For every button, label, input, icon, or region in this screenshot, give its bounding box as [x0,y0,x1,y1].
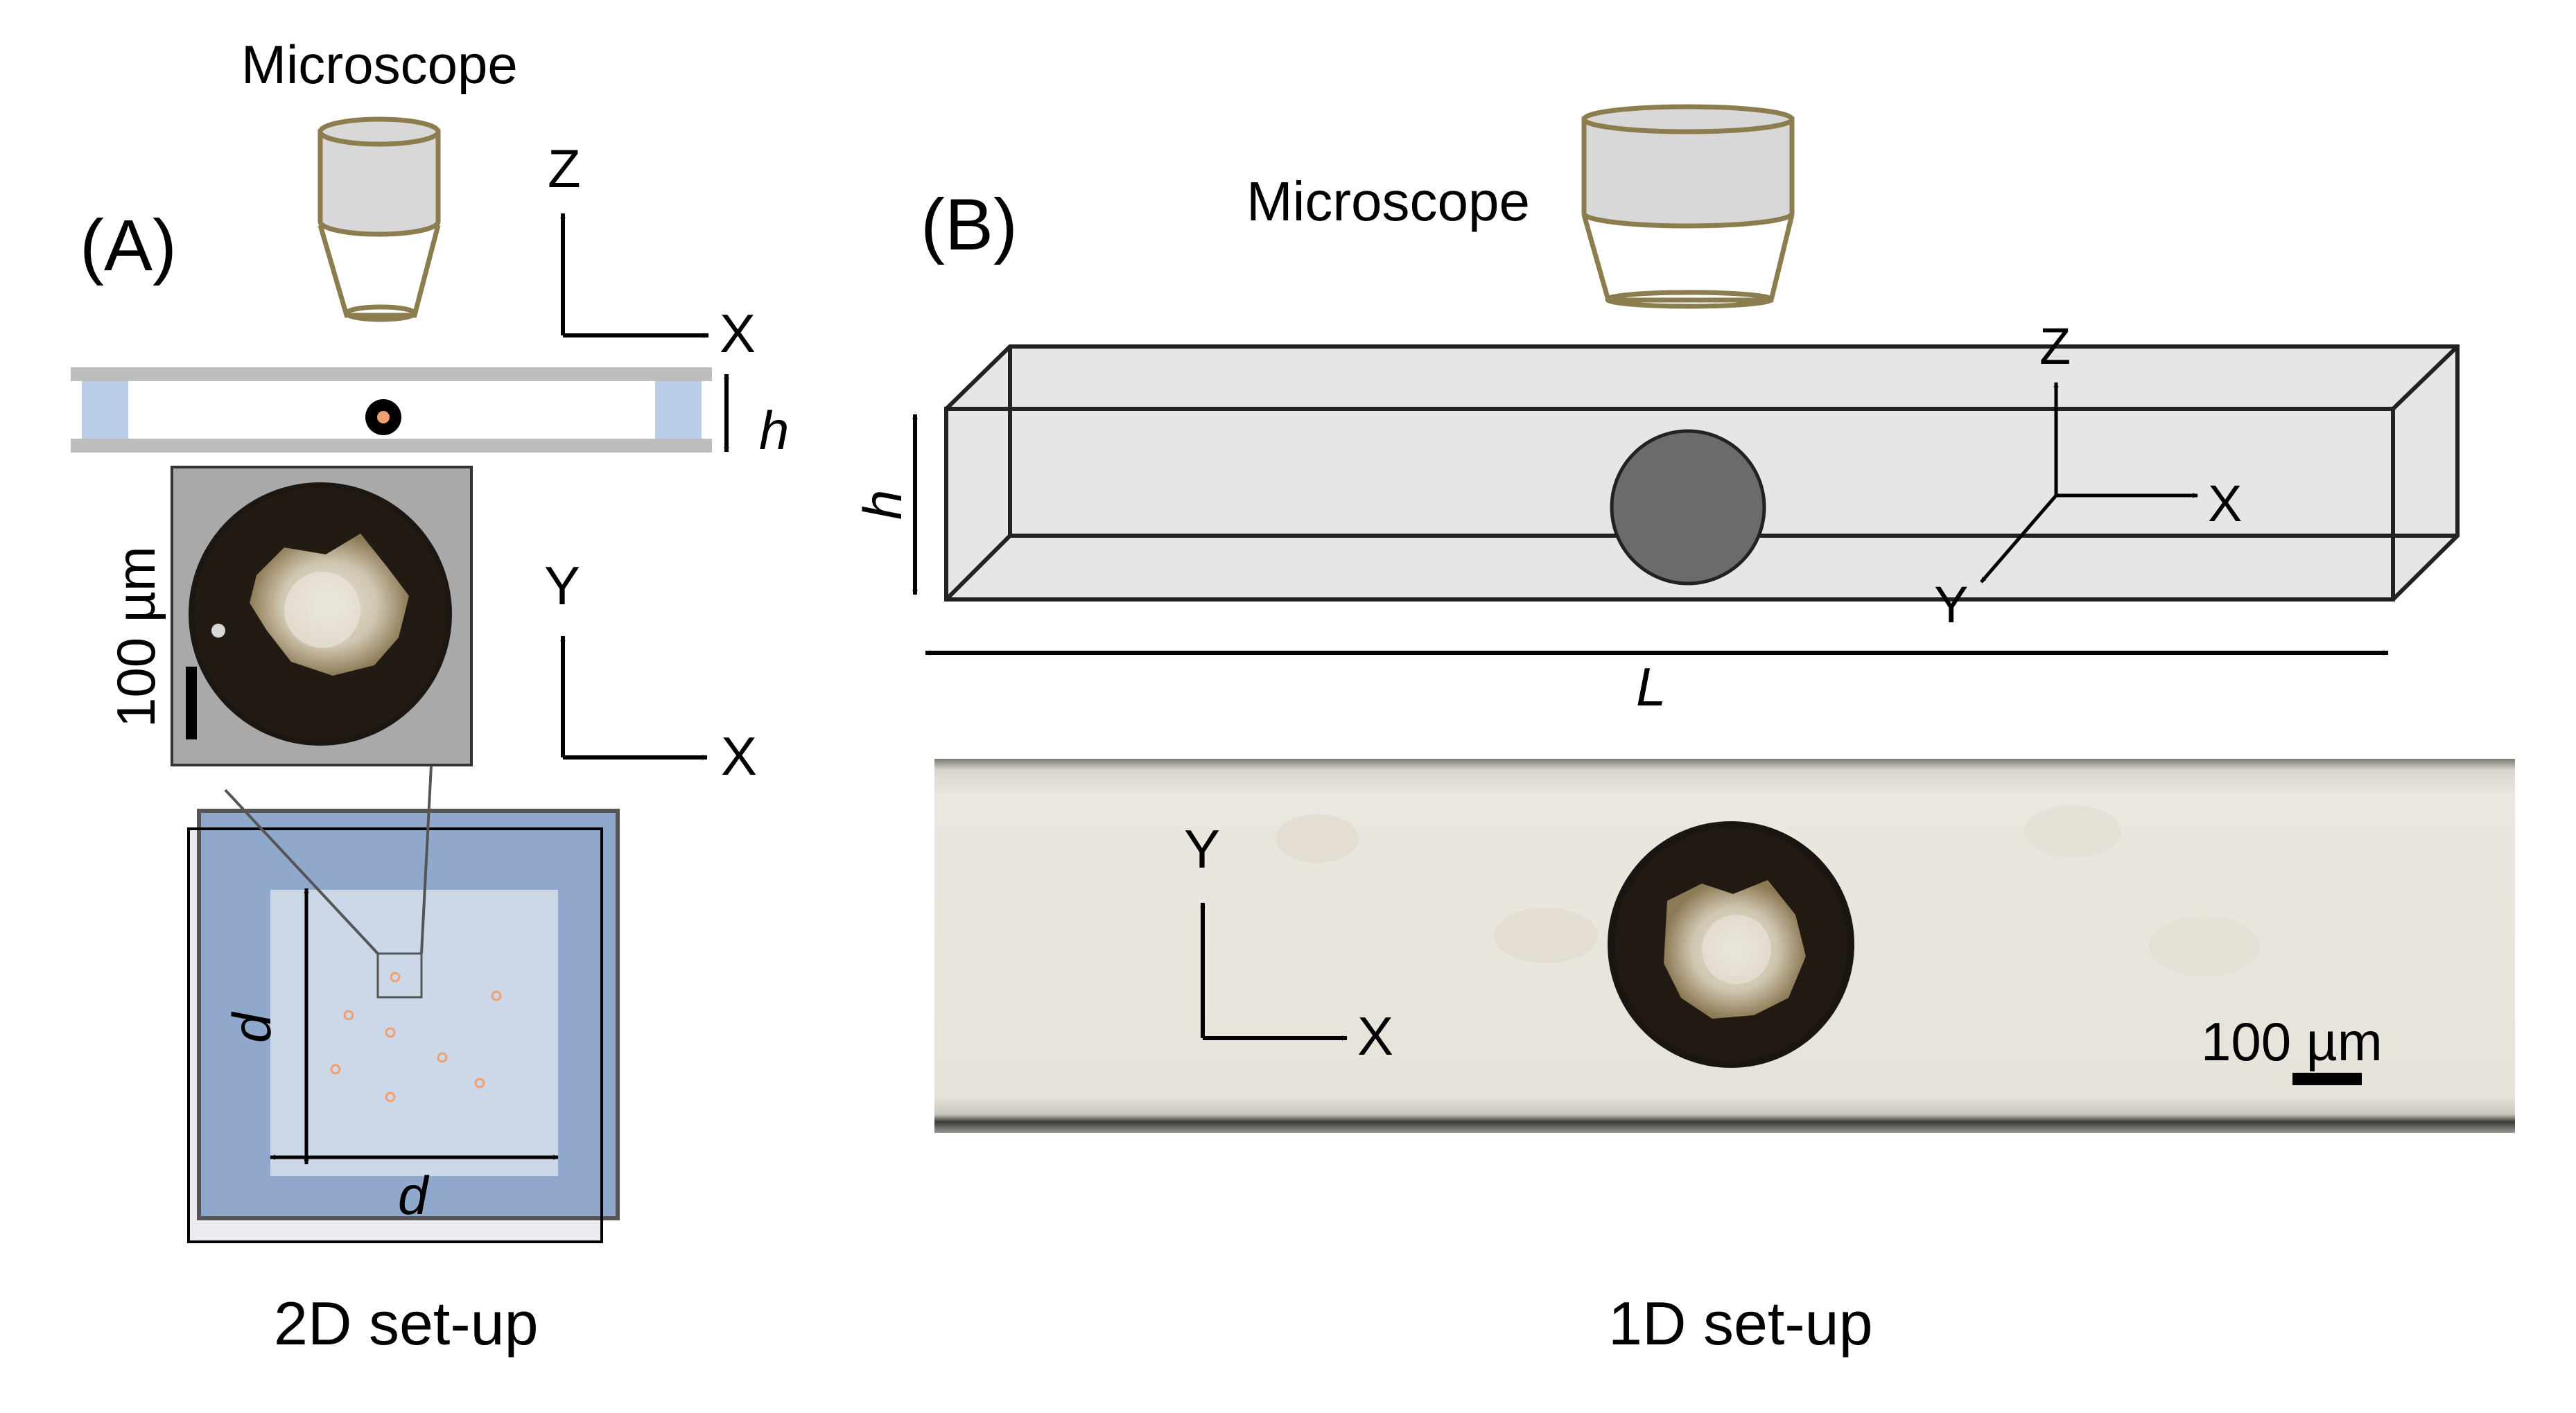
panel-a-dim-vertical-label: d [221,1011,282,1043]
panel-a: (A) Microscope Z X h [71,34,789,1358]
panel-a-axes-zx: Z X [548,138,756,364]
panel-b-microscope-icon [1581,104,1795,309]
panel-a-axis-x-label: X [720,303,756,364]
panel-b: (B) Microscope h L [852,104,2515,1358]
panel-b-microscope-label: Microscope [1246,170,1530,232]
panel-a-dim-horizontal-label: d [398,1165,430,1226]
panel-b-axis-z-label: Z [2039,317,2071,375]
particles [330,972,502,1103]
panel-b-channel: h L [852,344,2460,717]
panel-a-axes-yx: Y X [544,555,757,787]
panel-b-axis-y-label: Y [1934,576,1968,633]
sphere [1610,429,1766,586]
top-plate [71,367,712,381]
panel-a-axis-y-label: Y [544,555,580,616]
panel-b-caption: 1D set-up [1608,1289,1873,1358]
bottom-plate [71,439,712,453]
panel-a-height-label: h [759,400,789,461]
spacer-left [82,380,128,441]
panel-a-micrograph: 100 µm [105,466,473,766]
panel-b-micro-axis-x-label: X [1357,1006,1393,1067]
panel-b-length-label: L [1636,656,1666,717]
panel-b-scale-bar [2292,1073,2362,1085]
spacer-right [655,380,702,441]
panel-b-micro-axis-y-label: Y [1184,818,1220,879]
panel-a-caption: 2D set-up [274,1289,539,1358]
panel-b-axes-3d: Z X Y [1934,317,2242,633]
panel-a-microscope-icon [317,116,441,322]
panel-a-cell-side-view: h [71,367,789,461]
panel-a-microscope-label: Microscope [241,34,518,95]
panel-a-axis-z-label: Z [548,138,581,199]
panel-a-cell-top-view: d d [187,765,620,1243]
panel-a-scale-label: 100 µm [105,546,166,728]
panel-b-axis-x-label: X [2208,475,2242,532]
zoom-box [376,952,423,999]
panel-a-axis-x2-label: X [721,726,757,787]
particle-side-core [377,411,390,423]
panel-a-label: (A) [80,205,177,286]
panel-b-scale-label: 100 µm [2201,1011,2383,1072]
panel-b-height-label: h [852,490,913,520]
panel-a-scale-bar [186,667,197,739]
panel-b-micrograph: Y X 100 µm [934,759,2515,1133]
panel-b-label: (B) [921,184,1018,265]
